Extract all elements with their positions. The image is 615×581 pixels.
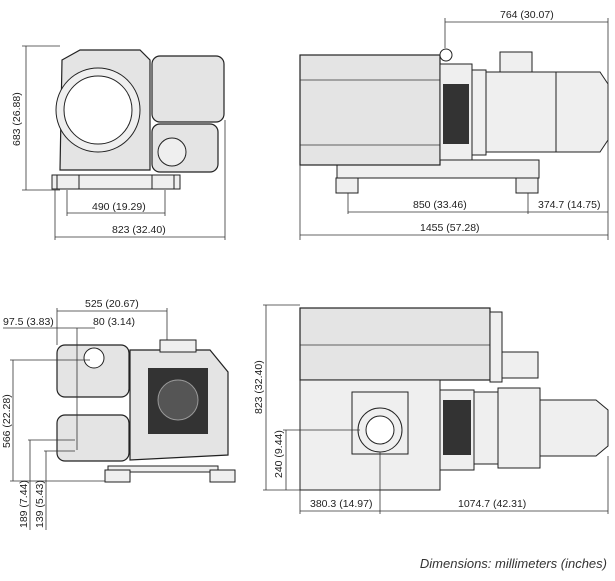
dim-port-height: 240 (9.44)	[273, 430, 285, 478]
dim-side-overhang: 374.7 (14.75)	[538, 199, 600, 211]
top-view-dimensions: 823 (32.40) 240 (9.44) 380.3 (14.97) 107…	[253, 304, 609, 514]
dim-front-width: 823 (32.40)	[112, 224, 166, 236]
dim-total-length: 1455 (57.28)	[420, 222, 480, 234]
dim-front-feet: 490 (19.29)	[92, 201, 146, 213]
top-view-pump	[299, 307, 609, 491]
dim-rear-height: 566 (22.28)	[1, 394, 13, 448]
dim-top-width: 823 (32.40)	[253, 360, 265, 414]
rear-view-pump	[56, 339, 236, 483]
dim-rear-width: 525 (20.67)	[85, 298, 139, 310]
dim-rear-offset-port: 80 (3.14)	[93, 316, 135, 328]
dim-remaining-length: 1074.7 (42.31)	[458, 498, 526, 510]
side-view-pump	[299, 48, 609, 194]
dim-front-height: 683 (26.88)	[11, 92, 23, 146]
dim-port-offset: 380.3 (14.97)	[310, 498, 372, 510]
dim-port-height-1: 189 (7.44)	[18, 480, 30, 528]
side-view-dimensions: 764 (30.07) 850 (33.46) 374.7 (14.75) 14…	[299, 9, 609, 240]
dim-motor-length: 764 (30.07)	[500, 9, 554, 21]
dim-side-feet: 850 (33.46)	[413, 199, 467, 211]
units-caption: Dimensions: millimeters (inches)	[419, 556, 607, 571]
front-view-pump	[51, 49, 225, 190]
dim-rear-offset-left: 97.5 (3.83)	[3, 316, 54, 328]
rear-view-dimensions: 525 (20.67) 97.5 (3.83) 80 (3.14) 566 (2…	[1, 298, 168, 530]
front-view-dimensions: 683 (26.88) 490 (19.29) 823 (32.40)	[11, 45, 226, 240]
dim-port-height-2: 139 (5.43)	[34, 480, 46, 528]
